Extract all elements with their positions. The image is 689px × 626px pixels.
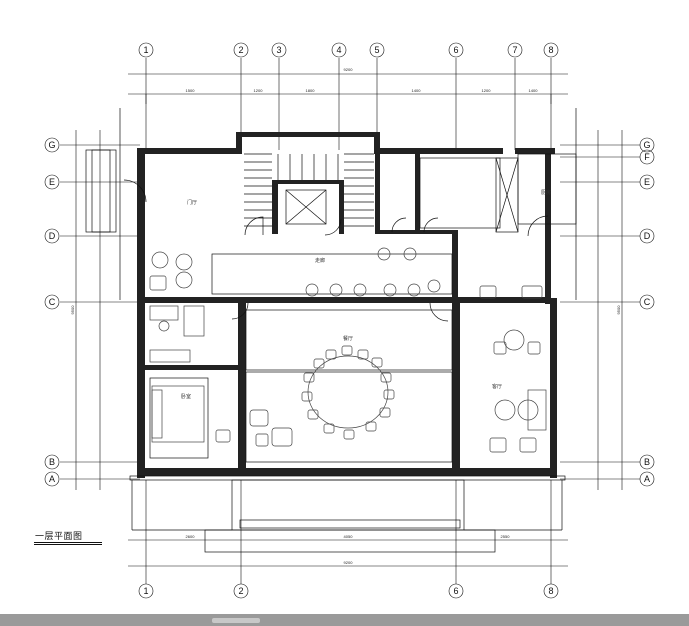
top-axis-label: 5 [374, 45, 379, 55]
left-axis-label: B [49, 457, 55, 467]
left-overall-dimension: 9500 [70, 305, 75, 315]
furniture [149, 247, 547, 453]
top-segment-dimension: 1400 [529, 88, 539, 93]
right-overall-dimension: 9500 [616, 305, 621, 315]
scrollbar-thumb[interactable] [212, 618, 260, 623]
room-label-living: 客厅 [492, 383, 502, 390]
right-axis-label: B [644, 457, 650, 467]
room-label-bedroom: 卧室 [181, 393, 191, 400]
bottom-axis-label: 6 [453, 586, 458, 596]
right-axis-label: A [644, 474, 650, 484]
left-axis-label: A [49, 474, 55, 484]
bottom-segment-dimension: 2600 [186, 534, 196, 539]
left-axis-label: C [49, 297, 56, 307]
horizontal-scrollbar[interactable] [0, 614, 689, 626]
left-axis-label: E [49, 177, 55, 187]
building-walls [85, 108, 577, 553]
left-axis-label: D [49, 231, 56, 241]
bottom-segment-dimension: 2550 [501, 534, 511, 539]
bottom-overall-dimension: 9200 [344, 560, 354, 565]
room-label-entry: 门厅 [187, 199, 197, 206]
left-axis-label: G [48, 140, 55, 150]
right-axis-group [560, 130, 655, 490]
room-label-kitchen: 厨房 [541, 189, 551, 196]
bottom-axis-label: 8 [548, 586, 553, 596]
dining-chairs [301, 345, 395, 440]
plan-title-underline [34, 542, 102, 543]
room-label-corridor: 走廊 [315, 257, 325, 264]
right-axis-label: D [644, 231, 651, 241]
top-axis-label: 8 [548, 45, 553, 55]
top-segment-dimension: 1200 [254, 88, 264, 93]
top-axis-label: 2 [238, 45, 243, 55]
left-axis-group [44, 130, 140, 490]
top-axis-label: 4 [336, 45, 341, 55]
room-labels: 门厅 餐厅 客厅 卧室 走廊 厨房 [181, 189, 551, 400]
top-axis-label: 7 [512, 45, 517, 55]
top-segment-dimension: 1200 [482, 88, 492, 93]
top-axis-label: 6 [453, 45, 458, 55]
right-axis-label: C [644, 297, 651, 307]
bottom-axis-group [138, 480, 559, 599]
bottom-axis-label: 1 [143, 586, 148, 596]
right-axis-label: G [643, 140, 650, 150]
axis-labels: 1 2 3 4 5 6 7 8 1 2 6 8 G E D C B A G F … [48, 45, 650, 596]
top-segment-dimension: 1400 [412, 88, 422, 93]
top-segment-dimension: 1500 [186, 88, 196, 93]
room-label-dining: 餐厅 [343, 335, 353, 342]
right-axis-label: F [644, 152, 650, 162]
top-segment-dimension: 1800 [306, 88, 316, 93]
top-overall-dimension: 9200 [344, 67, 354, 72]
plan-title-underline [34, 544, 102, 545]
top-axis-label: 1 [143, 45, 148, 55]
right-axis-label: E [644, 177, 650, 187]
plan-title: 一层平面图 [35, 531, 83, 541]
dimension-texts: 9200 1500 1200 1800 1400 1200 1400 9200 … [70, 67, 621, 565]
top-axis-label: 3 [276, 45, 281, 55]
bottom-segment-dimension: 4050 [344, 534, 354, 539]
bottom-axis-label: 2 [238, 586, 243, 596]
